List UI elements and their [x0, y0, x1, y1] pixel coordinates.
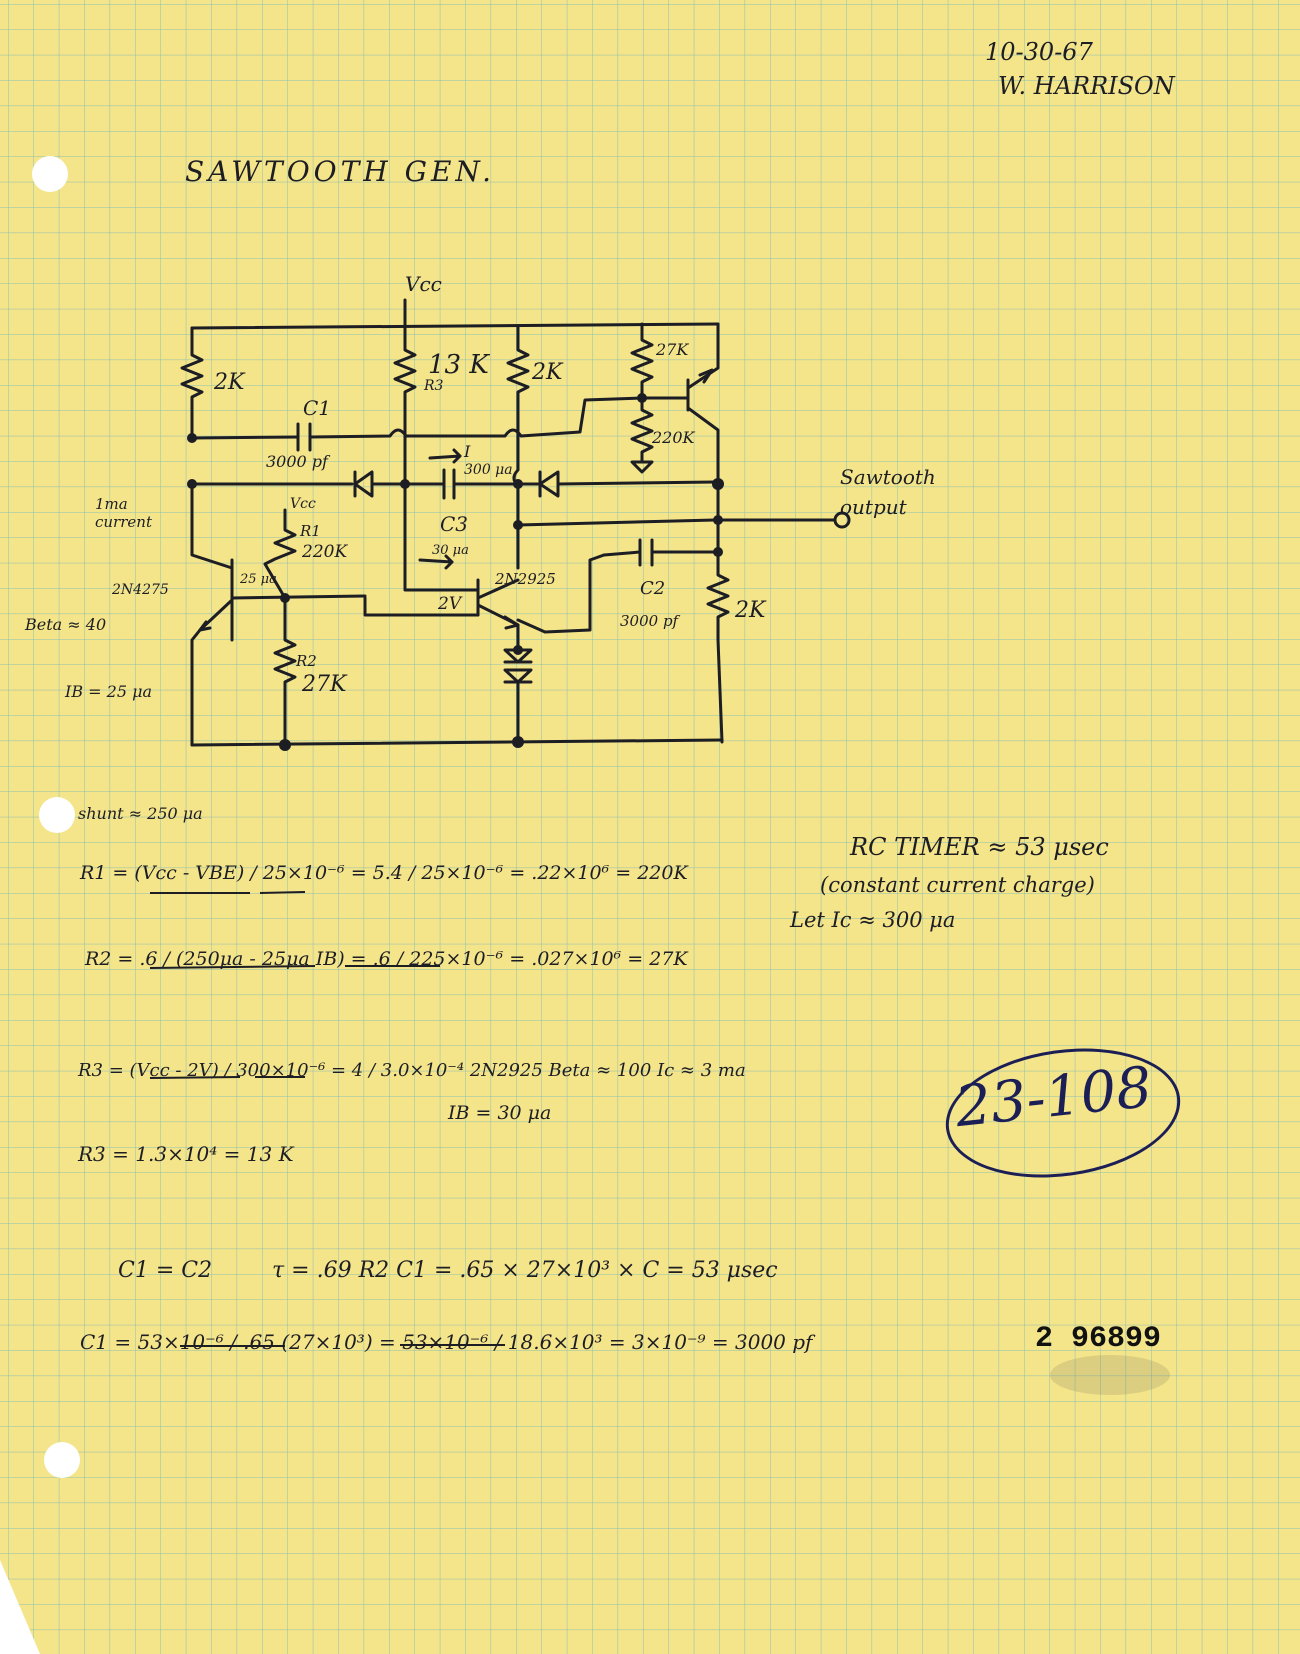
r-mid-top-label: 2K	[532, 360, 563, 385]
beta-label: Beta ≈ 40	[25, 615, 107, 634]
author-label: W. HARRISON	[998, 72, 1175, 100]
current-300-label: 300 μa	[464, 462, 513, 478]
c2-value-label: 3000 pf	[620, 612, 679, 630]
rc-timer-note: RC TIMER ≈ 53 μsec	[850, 833, 1109, 861]
r-left-top-label: 2K	[214, 370, 245, 395]
t1-part-label: 2N4275	[112, 582, 169, 598]
current-i-label: I	[464, 442, 471, 461]
r3-value-label: 13 K	[428, 350, 489, 380]
schematic-junction-dots	[187, 393, 724, 751]
r2-equation: R2 = .6 / (250μa - 25μa IB) = .6 / 225×1…	[85, 948, 688, 970]
ink-smudge	[1050, 1355, 1170, 1395]
c1-name-label: C1	[303, 396, 332, 420]
rc-timer-note-2: (constant current charge)	[820, 873, 1095, 897]
torn-corner	[0, 1560, 40, 1654]
binder-hole-bottom	[44, 1442, 80, 1478]
r2-value-label: 27K	[302, 672, 347, 697]
binder-hole-top	[32, 156, 68, 192]
c-equal-note: C1 = C2	[118, 1258, 213, 1283]
c2-name-label: C2	[640, 578, 666, 599]
shunt-note: shunt ≈ 250 μa	[78, 804, 203, 823]
date-label: 10-30-67	[985, 38, 1093, 66]
r3-equation: R3 = (Vcc - 2V) / 300×10⁻⁶ = 4 / 3.0×10⁻…	[78, 1060, 746, 1081]
voltage-2v-label: 2V	[438, 594, 462, 614]
r1-equation: R1 = (Vcc - VBE) / 25×10⁻⁶ = 5.4 / 25×10…	[80, 862, 688, 884]
r-220k-right-label: 220K	[652, 428, 695, 447]
r-right-bottom-label: 2K	[735, 598, 766, 623]
r-27k-top-label: 27K	[656, 340, 689, 359]
r1-name-label: R1	[300, 522, 321, 540]
base-current-label: 25 μa	[240, 572, 277, 587]
r3-result: R3 = 1.3×10⁴ = 13 K	[78, 1142, 294, 1166]
c1-value-label: 3000 pf	[266, 452, 328, 471]
rc-timer-note-3: Let Ic ≈ 300 μa	[790, 908, 956, 932]
tau-equation: τ = .69 R2 C1 = .65 × 27×10³ × C = 53 μs…	[272, 1258, 778, 1283]
r2-name-label: R2	[296, 652, 317, 670]
current-30-label: 30 μa	[432, 543, 469, 558]
c1-equation: C1 = 53×10⁻⁶ / .65 (27×10³) = 53×10⁻⁶ / …	[80, 1330, 813, 1354]
r1-value-label: 220K	[302, 542, 348, 562]
r3-name-label: R3	[424, 378, 444, 394]
vcc-r1-label: Vcc	[290, 496, 316, 512]
stamp-number: 2 96899	[1035, 1322, 1162, 1356]
c3-name-label: C3	[440, 512, 469, 536]
ma-current-label: 1ma current	[95, 495, 152, 531]
binder-hole-middle	[39, 797, 75, 833]
ib-equation: IB = 30 μa	[448, 1102, 552, 1124]
t2-part-label: 2N2925	[495, 570, 556, 588]
fraction-bars	[149, 891, 505, 1347]
ib-label: IB = 25 μa	[65, 682, 153, 701]
page-title: SAWTOOTH GEN.	[185, 155, 496, 188]
sawtooth-output-label: Sawtooth output	[840, 465, 936, 519]
vcc-label: Vcc	[405, 272, 442, 296]
